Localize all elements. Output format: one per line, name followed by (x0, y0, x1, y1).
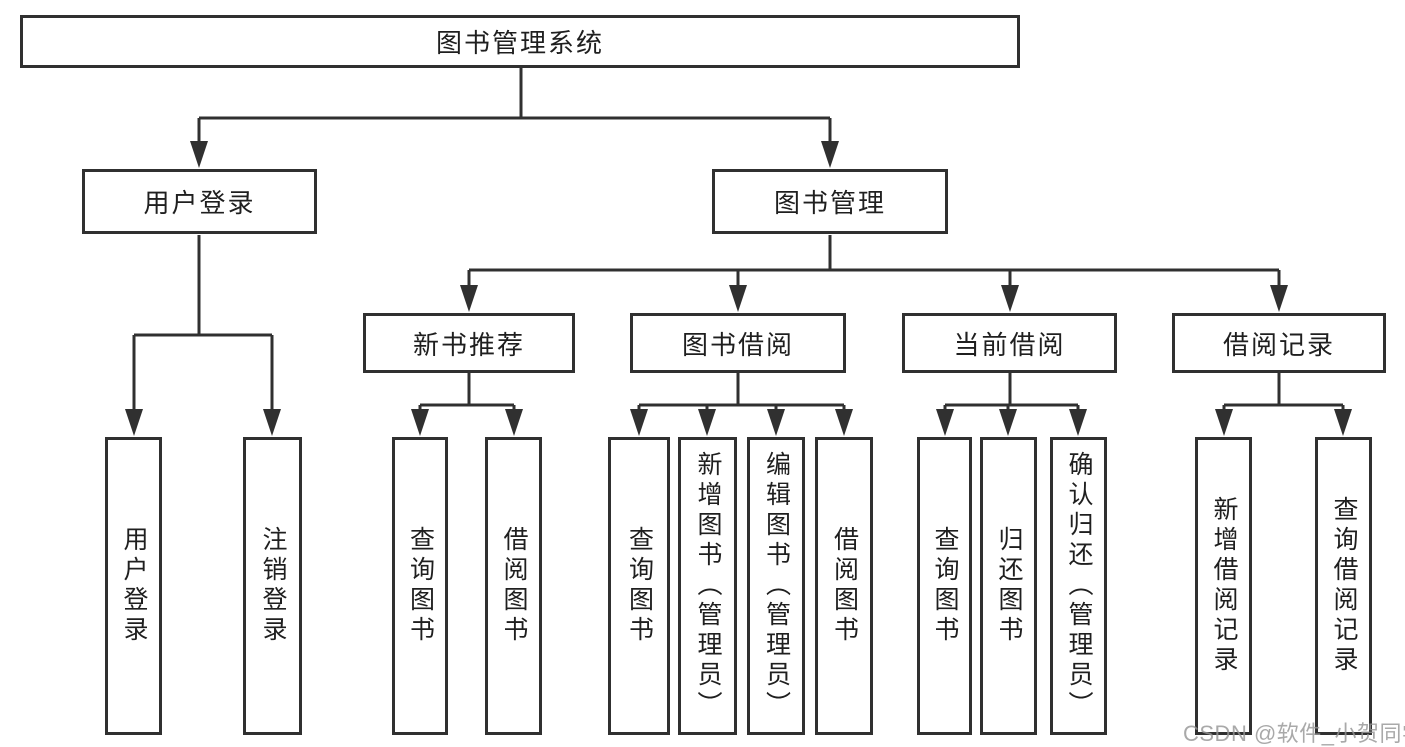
arrow-icon (630, 409, 648, 436)
leaf-label: 借阅图书 (830, 526, 859, 646)
arrow-icon (936, 409, 954, 436)
arrow-icon (263, 409, 281, 436)
node-leaf-add-borrow-record: 新增借阅记录 (1195, 437, 1252, 735)
arrow-icon (505, 409, 523, 436)
node-borrowing-records: 借阅记录 (1172, 313, 1386, 373)
arrow-icon (1334, 409, 1352, 436)
watermark: CSDN @软件_小贺同学 (1183, 721, 1405, 746)
node-leaf-add-book-admin: 新增图书（管理员） (678, 437, 737, 735)
leaf-label: 确认归还（管理员） (1065, 451, 1093, 721)
arrow-icon (1270, 285, 1288, 312)
node-library-system: 图书管理系统 (20, 15, 1020, 68)
leaf-label: 查询图书 (931, 526, 959, 646)
arrowheads (125, 141, 1352, 436)
arrow-icon (729, 285, 747, 312)
leaf-label: 用户登录 (120, 526, 148, 646)
leaf-label: 注销登录 (259, 526, 287, 646)
leaf-label: 编辑图书（管理员） (762, 451, 791, 721)
arrow-icon (411, 409, 429, 436)
node-leaf-borrow-books-recommend: 借阅图书 (485, 437, 542, 735)
arrow-icon (698, 409, 716, 436)
arrow-icon (125, 409, 143, 436)
arrow-icon (190, 141, 208, 168)
node-leaf-query-books-recommend: 查询图书 (392, 437, 448, 735)
arrow-icon (1001, 285, 1019, 312)
leaf-label: 查询借阅记录 (1330, 496, 1358, 676)
arrow-icon (821, 141, 839, 168)
arrow-icon (835, 409, 853, 436)
leaf-label: 借阅图书 (500, 526, 528, 646)
arrow-icon (999, 409, 1017, 436)
node-leaf-borrow-books: 借阅图书 (815, 437, 873, 735)
arrow-icon (460, 285, 478, 312)
node-leaf-query-books-borrowing: 查询图书 (608, 437, 670, 735)
node-leaf-logout: 注销登录 (243, 437, 302, 735)
leaf-label: 归还图书 (995, 526, 1023, 646)
node-book-management: 图书管理 (712, 169, 948, 234)
leaf-label: 新增借阅记录 (1210, 496, 1238, 676)
node-leaf-query-borrow-record: 查询借阅记录 (1315, 437, 1372, 735)
node-current-borrowing: 当前借阅 (902, 313, 1117, 373)
node-new-book-recommend: 新书推荐 (363, 313, 575, 373)
node-leaf-query-books-current: 查询图书 (917, 437, 972, 735)
node-leaf-return-book: 归还图书 (980, 437, 1037, 735)
node-book-borrowing: 图书借阅 (630, 313, 846, 373)
arrow-icon (1069, 409, 1087, 436)
leaf-label: 查询图书 (625, 526, 654, 646)
node-user-login: 用户登录 (82, 169, 317, 234)
node-leaf-confirm-return-admin: 确认归还（管理员） (1050, 437, 1107, 735)
node-leaf-user-login: 用户登录 (105, 437, 162, 735)
leaf-label: 查询图书 (406, 526, 435, 646)
arrow-icon (1215, 409, 1233, 436)
leaf-label: 新增图书（管理员） (694, 451, 722, 721)
arrow-icon (767, 409, 785, 436)
node-leaf-edit-book-admin: 编辑图书（管理员） (747, 437, 805, 735)
